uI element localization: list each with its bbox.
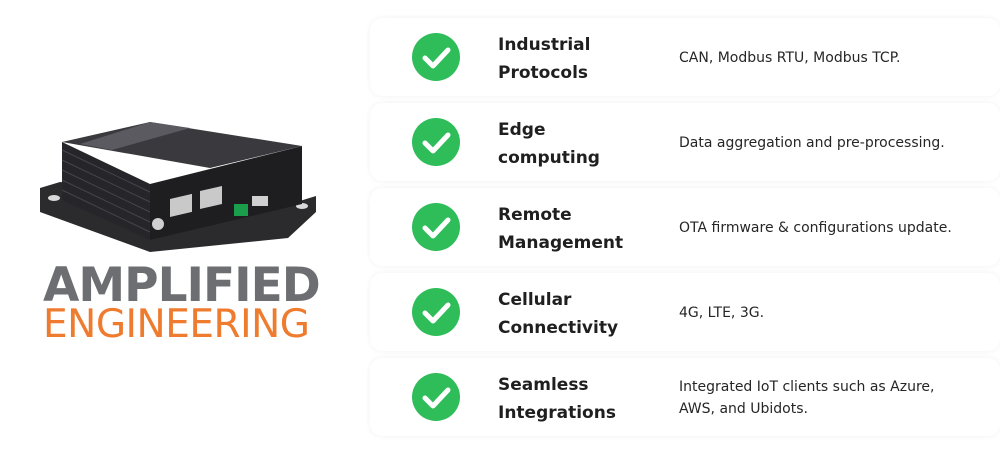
check-circle-icon <box>412 373 460 421</box>
check-circle-icon <box>412 203 460 251</box>
logo-wordmark-amplified: AMPLIFIED <box>43 258 321 313</box>
check-circle-icon <box>412 288 460 336</box>
feature-description: OTA firmware & configurations update. <box>679 220 952 236</box>
feature-description: Integrated IoT clients such as Azure, AW… <box>679 379 935 417</box>
feature-description: 4G, LTE, 3G. <box>679 305 765 321</box>
logo-wordmark-engineering: ENGINEERING <box>43 302 310 347</box>
check-circle-icon <box>412 118 460 166</box>
feature-description: Data aggregation and pre-processing. <box>679 135 945 151</box>
product-panel: AMPLIFIED ENGINEERING <box>0 0 356 456</box>
check-circle-icon <box>412 33 460 81</box>
feature-description: CAN, Modbus RTU, Modbus TCP. <box>679 50 901 66</box>
gateway-device-image <box>40 122 316 252</box>
